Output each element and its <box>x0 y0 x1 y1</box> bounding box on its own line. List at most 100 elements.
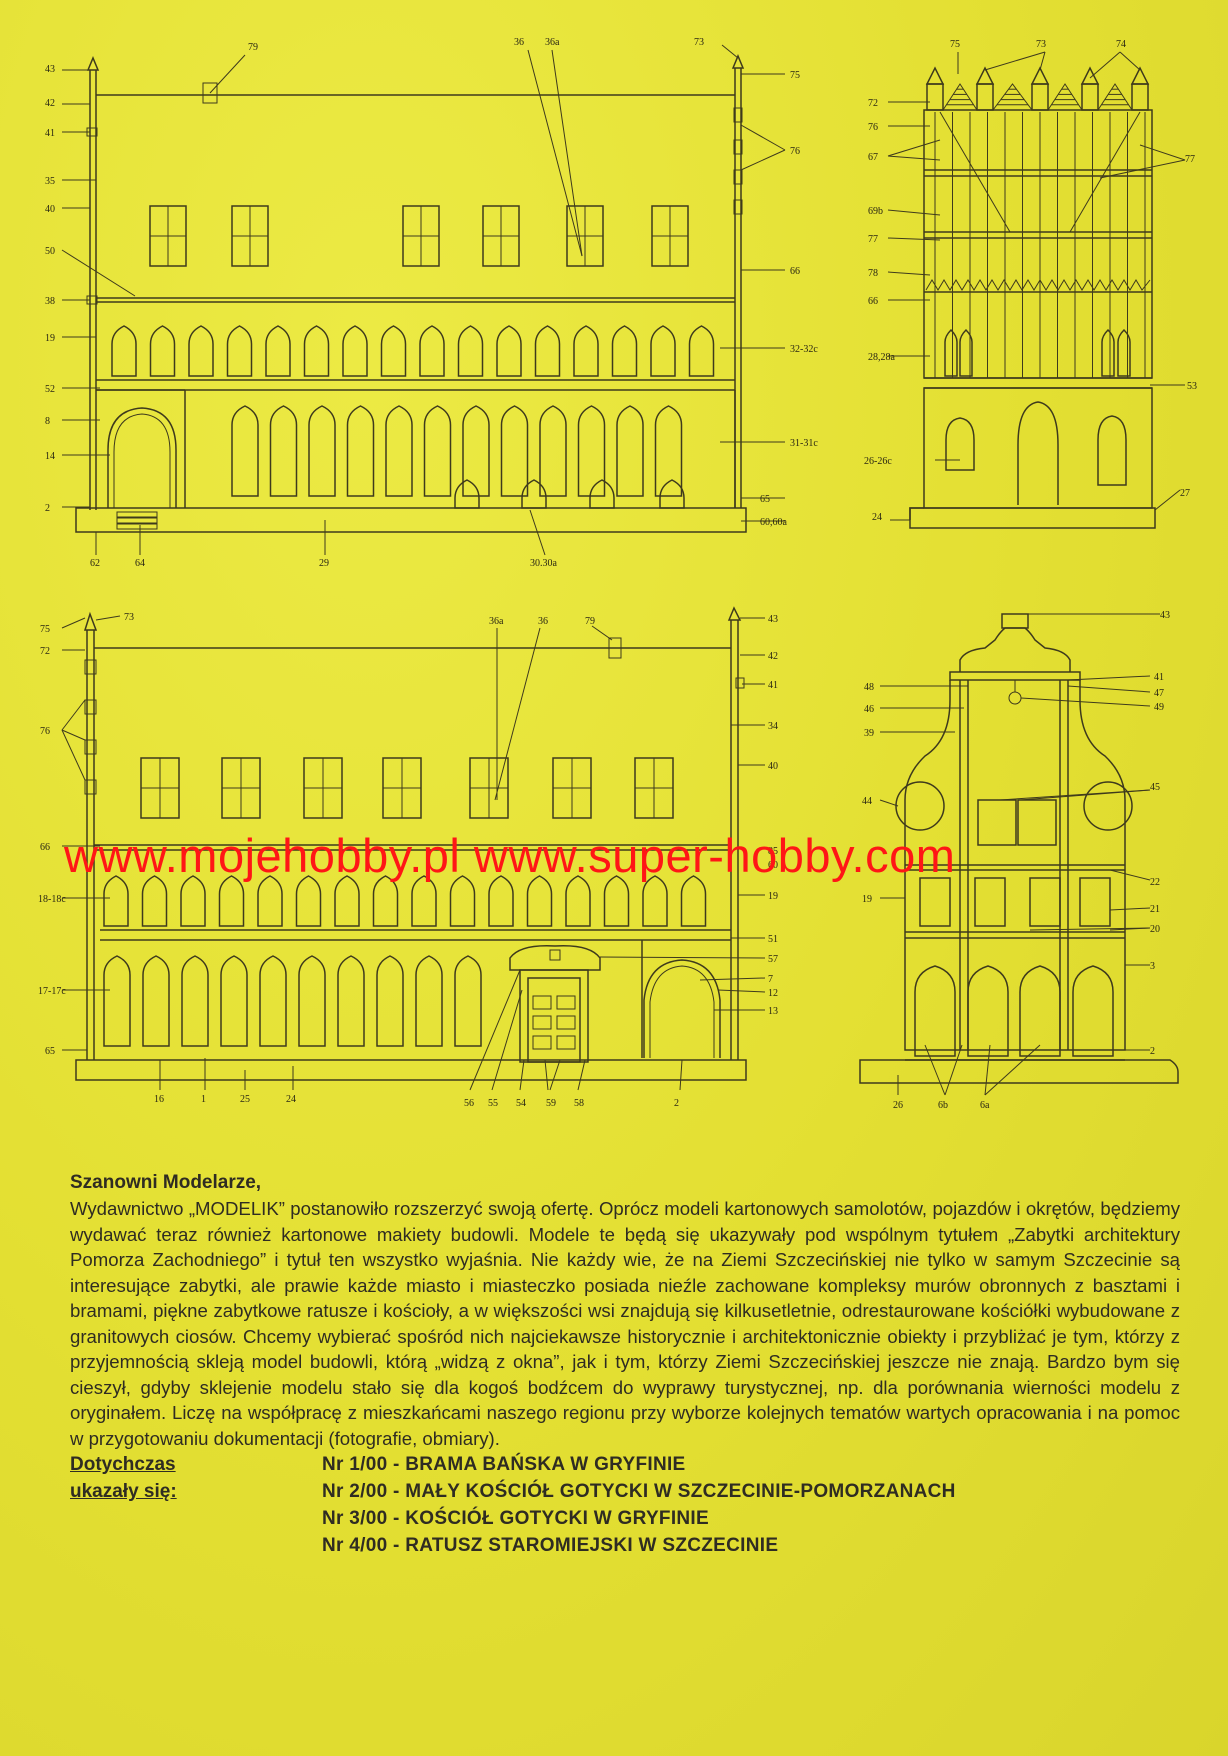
callout-label: 69b <box>868 206 883 217</box>
callout-label: 66 <box>40 842 50 853</box>
callout-label: 73 <box>694 37 704 48</box>
released-item: Nr 2/00 - MAŁY KOŚCIÓŁ GOTYCKI W SZCZECI… <box>322 1481 956 1502</box>
callout-label: 73 <box>1036 39 1046 50</box>
callout-label: 36 <box>514 37 524 48</box>
callout-label: 76 <box>868 122 878 133</box>
callout-label: 41 <box>768 680 778 691</box>
callout-label: 3 <box>1150 961 1155 972</box>
callout-label: 57 <box>768 954 778 965</box>
callout-label: 52 <box>45 384 55 395</box>
released-item: Nr 1/00 - BRAMA BAŃSKA W GRYFINIE <box>322 1454 686 1475</box>
callout-label: 55 <box>488 1098 498 1109</box>
callout-label: 6a <box>980 1100 990 1111</box>
drawing-side-elevation-bottom <box>61 606 766 1091</box>
callout-label: 60 <box>768 860 778 871</box>
callout-label: 78 <box>868 268 878 279</box>
callout-label: 42 <box>768 651 778 662</box>
note-body: Wydawnictwo „MODELIK” postanowiło rozsze… <box>70 1198 1180 1449</box>
callout-label: 77 <box>868 234 878 245</box>
editorial-note: Szanowni Modelarze, Wydawnictwo „MODELIK… <box>70 1172 1180 1559</box>
callout-label: 7 <box>768 974 773 985</box>
callout-label: 59 <box>546 1098 556 1109</box>
callout-label: 43 <box>768 614 778 625</box>
callout-label: 85 <box>768 846 778 857</box>
callout-label: 18-18c <box>38 894 66 905</box>
callout-label: 56 <box>464 1098 474 1109</box>
callout-label: 51 <box>768 934 778 945</box>
released-label: Dotychczas ukazały się: <box>70 1451 322 1559</box>
callout-label: 79 <box>585 616 595 627</box>
callout-label: 24 <box>872 512 882 523</box>
callout-label: 72 <box>40 646 50 657</box>
callout-label: 39 <box>864 728 874 739</box>
callout-label: 14 <box>45 451 55 462</box>
callout-label: 42 <box>45 98 55 109</box>
callout-label: 2 <box>674 1098 679 1109</box>
callout-label: 76 <box>40 726 50 737</box>
released-list: Nr 1/00 - BRAMA BAŃSKA W GRYFINIE Nr 2/0… <box>322 1451 956 1559</box>
callout-label: 54 <box>516 1098 526 1109</box>
callout-label: 28,28a <box>868 352 896 363</box>
callout-label: 53 <box>1187 381 1197 392</box>
released-item: Nr 3/00 - KOŚCIÓŁ GOTYCKI W GRYFINIE <box>322 1508 709 1529</box>
callout-label: 58 <box>574 1098 584 1109</box>
callout-label: 77 <box>1185 154 1195 165</box>
callout-label: 35 <box>45 176 55 187</box>
callout-label: 44 <box>862 796 872 807</box>
callout-label: 49 <box>1154 702 1164 713</box>
callout-label: 32-32c <box>790 344 818 355</box>
callout-label: 75 <box>790 70 800 81</box>
callout-label: 73 <box>124 612 134 623</box>
drawing-gable-end-top <box>887 51 1186 529</box>
callout-label: 1 <box>201 1094 206 1105</box>
callout-label: 19 <box>768 891 778 902</box>
callout-label: 66 <box>790 266 800 277</box>
callout-label: 66 <box>868 296 878 307</box>
watermark-text: www.mojehobby.pl www.super-hobby.com <box>64 829 956 882</box>
callout-label: 43 <box>1160 610 1170 621</box>
callout-label: 75 <box>40 624 50 635</box>
callout-label: 26-26c <box>864 456 892 467</box>
callout-label: 29 <box>319 558 329 569</box>
callout-label: 26 <box>893 1100 903 1111</box>
callout-label: 67 <box>868 152 878 163</box>
callout-label: 64 <box>135 558 145 569</box>
released-label-line2: ukazały się: <box>70 1481 177 1502</box>
callout-label: 50 <box>45 246 55 257</box>
callout-label: 41 <box>45 128 55 139</box>
callout-label: 2 <box>1150 1046 1155 1057</box>
callout-label: 36a <box>489 616 504 627</box>
callout-label: 27 <box>1180 488 1190 499</box>
callout-label: 21 <box>1150 904 1160 915</box>
callout-label: 17-17c <box>38 986 66 997</box>
drawing-side-elevation-top <box>61 44 786 556</box>
callout-label: 36a <box>545 37 560 48</box>
callout-label: 12 <box>768 988 778 999</box>
callout-label: 62 <box>90 558 100 569</box>
callout-label: 22 <box>1150 877 1160 888</box>
callout-label: 43 <box>45 64 55 75</box>
callout-label: 19 <box>862 894 872 905</box>
callout-label: 60,60a <box>760 517 788 528</box>
released-item: Nr 4/00 - RATUSZ STAROMIEJSKI W SZCZECIN… <box>322 1535 779 1556</box>
note-heading: Szanowni Modelarze, <box>70 1172 262 1193</box>
callout-label: 20 <box>1150 924 1160 935</box>
elevation-drawings: 434241354050381952814262642930.30a793636… <box>38 37 1197 1111</box>
callout-label: 30.30a <box>530 558 558 569</box>
callout-label: 47 <box>1154 688 1164 699</box>
callout-label: 76 <box>790 146 800 157</box>
callout-label: 65 <box>45 1046 55 1057</box>
callout-label: 74 <box>1116 39 1126 50</box>
callout-label: 79 <box>248 42 258 53</box>
released-label-line1: Dotychczas <box>70 1454 176 1475</box>
drawing-gable-front-bottom <box>859 613 1179 1096</box>
callout-label: 31-31c <box>790 438 818 449</box>
callout-label: 2 <box>45 503 50 514</box>
callout-label: 24 <box>286 1094 296 1105</box>
callout-label: 75 <box>950 39 960 50</box>
callout-label: 45 <box>1150 782 1160 793</box>
